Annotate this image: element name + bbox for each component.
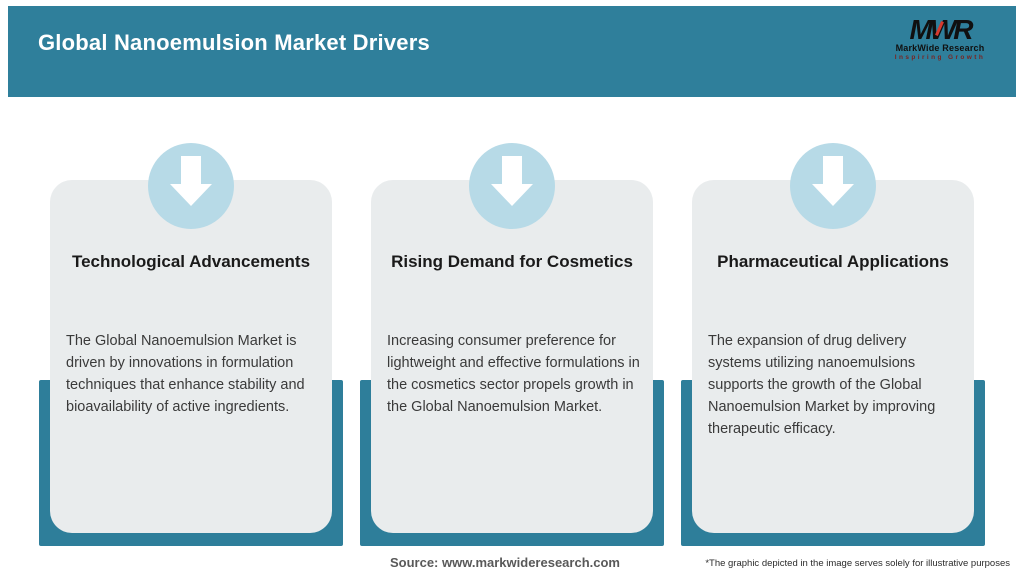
source-text: Source: www.markwideresearch.com: [389, 555, 620, 570]
card-title: Pharmaceutical Applications: [717, 252, 949, 271]
logo-monogram: MWR: [910, 14, 974, 45]
card-description: The Global Nanoemulsion Market is driven…: [66, 333, 305, 415]
down-arrow-icon: [790, 143, 876, 229]
logo-name: MarkWide Research: [895, 43, 985, 53]
driver-card-technological-advancements: Technological Advancements The Global Na…: [39, 0, 343, 576]
down-arrow-icon: [469, 143, 555, 229]
markwide-research-logo: MWR MarkWide Research Inspiring Growth: [880, 14, 1000, 62]
down-arrow-icon: [148, 143, 234, 229]
card-description: The expansion of drug delivery systems u…: [708, 333, 936, 437]
card-surface: [692, 180, 974, 533]
logo-tagline: Inspiring Growth: [894, 54, 986, 61]
disclaimer-text: *The graphic depicted in the image serve…: [705, 558, 1010, 569]
driver-card-rising-demand-for-cosmetics: Rising Demand for Cosmetics Increasing c…: [360, 0, 664, 576]
card-title: Rising Demand for Cosmetics: [391, 252, 633, 271]
driver-card-pharmaceutical-applications: Pharmaceutical Applications The expansio…: [681, 0, 985, 576]
logo-monogram-text: MWR: [910, 14, 974, 45]
header-bar: Global Nanoemulsion Market Drivers MWR M…: [8, 6, 1016, 97]
card-surface: [50, 180, 332, 533]
cards-band: Technological Advancements The Global Na…: [39, 0, 985, 576]
card-surface: [371, 180, 653, 533]
card-title: Technological Advancements: [71, 252, 311, 271]
page-title: Global Nanoemulsion Market Drivers: [38, 30, 430, 55]
card-description: Increasing consumer preference for light…: [387, 333, 640, 415]
